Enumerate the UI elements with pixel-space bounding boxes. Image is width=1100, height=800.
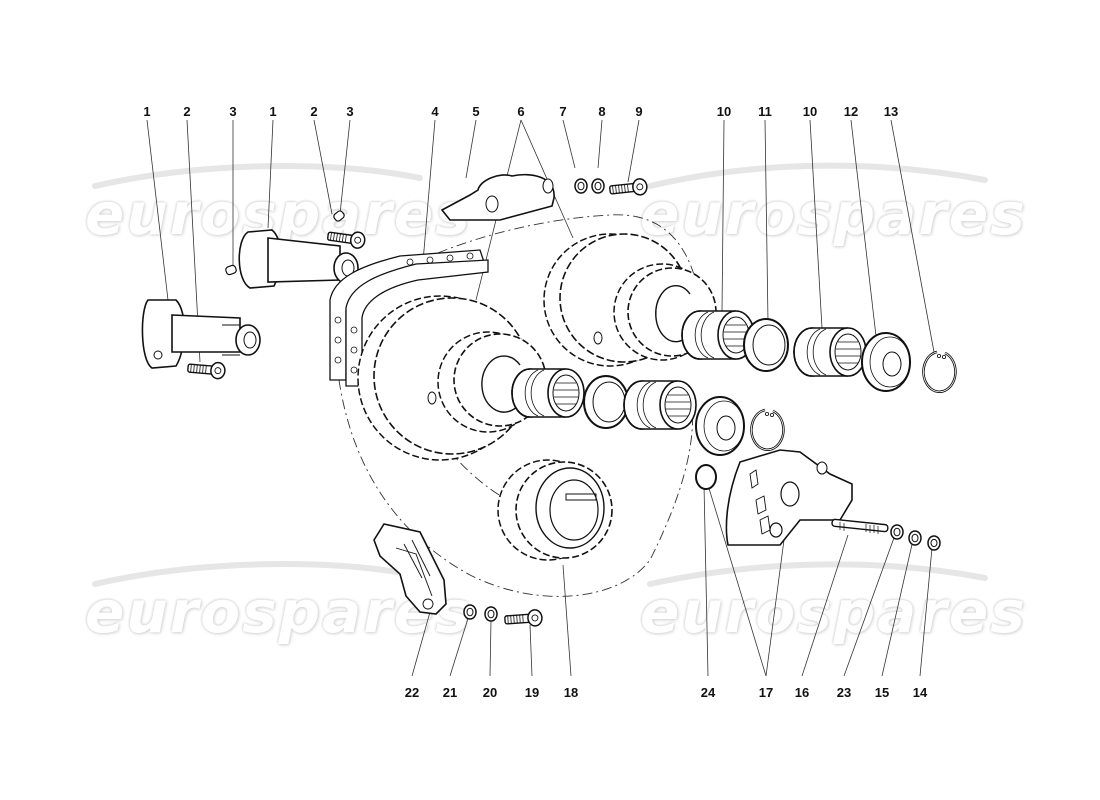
chain-tensioner: [725, 449, 853, 546]
callout-8: 8: [598, 104, 606, 119]
timing-chain: [329, 249, 489, 387]
callout-24: 24: [700, 685, 716, 700]
callout-9: 9: [635, 104, 643, 119]
callout-12: 12: [843, 104, 859, 119]
crank-sprocket: [497, 459, 613, 561]
sprocket-left: [357, 295, 547, 461]
callout-18: 18: [563, 685, 579, 700]
callout-19: 19: [524, 685, 540, 700]
callout-2: 2: [183, 104, 191, 119]
callout-21: 21: [442, 685, 458, 700]
callout-10: 10: [802, 104, 818, 119]
callout-23: 23: [836, 685, 852, 700]
callout-3: 3: [346, 104, 354, 119]
pivot-shaft-lower: [141, 299, 261, 369]
callout-22: 22: [404, 685, 420, 700]
callout-10: 10: [716, 104, 732, 119]
callout-14: 14: [912, 685, 928, 700]
chain-guide: [440, 173, 555, 221]
callout-7: 7: [559, 104, 567, 119]
callout-17: 17: [758, 685, 774, 700]
callout-13: 13: [883, 104, 899, 119]
callout-2: 2: [310, 104, 318, 119]
callout-20: 20: [482, 685, 498, 700]
callout-11: 11: [758, 104, 772, 119]
callout-15: 15: [874, 685, 890, 700]
callout-16: 16: [794, 685, 810, 700]
pivot-shaft-upper: [238, 229, 359, 289]
callout-6: 6: [517, 104, 525, 119]
callout-4: 4: [431, 104, 439, 119]
callout-5: 5: [472, 104, 480, 119]
slider-pad: [373, 523, 447, 615]
callout-1: 1: [143, 104, 151, 119]
callout-1: 1: [269, 104, 277, 119]
callout-3: 3: [229, 104, 237, 119]
